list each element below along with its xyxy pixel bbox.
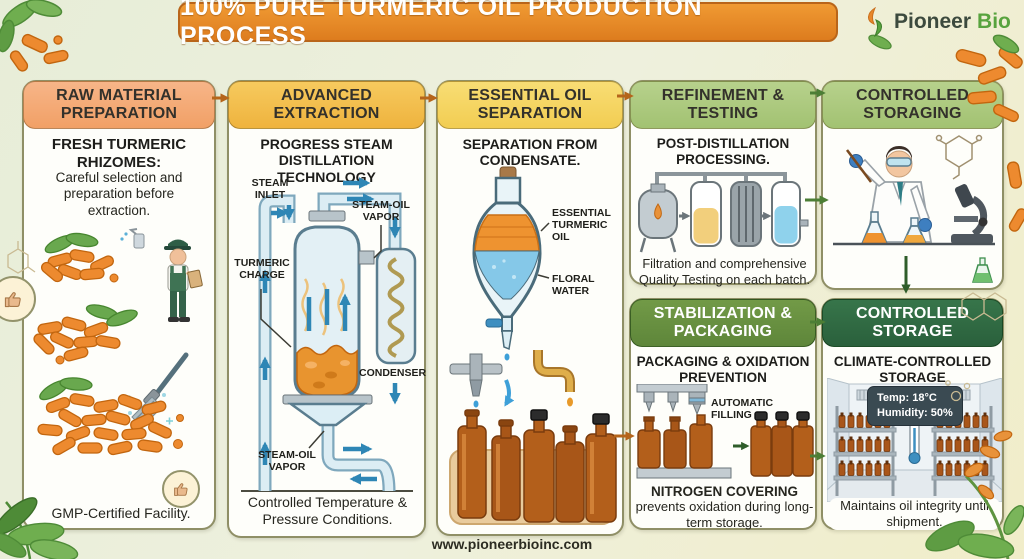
- capped-bottles: [750, 411, 814, 477]
- filling-nozzle: [449, 353, 515, 408]
- filling-nozzles: [643, 391, 706, 416]
- climate-badge: Temp: 18°C Humidity: 50%: [867, 386, 963, 426]
- filter-vessel-tank: [638, 183, 678, 253]
- condenser-coil-icon: [387, 257, 405, 358]
- filter-column-yellow: [690, 181, 722, 247]
- step-note: Filtration and comprehensive Quality Tes…: [638, 256, 811, 287]
- label-automatic-filling: AUTOMATIC FILLING: [711, 397, 774, 421]
- step-description: Careful selection and preparation before…: [55, 170, 183, 218]
- thumbs-up-icon: [174, 483, 188, 496]
- label-essential-oil: ESSENTIAL TURMERIC OIL: [552, 207, 611, 243]
- step-subtitle: FRESH TURMERIC RHIZOMES:: [51, 135, 187, 171]
- filtration-diagram: [638, 172, 809, 253]
- step-header: CONTROLLED STORAGE: [822, 299, 1003, 347]
- label-pointer-lines: [260, 225, 382, 449]
- flask-icon: [901, 217, 928, 245]
- turmeric-preparation-illustration: [31, 228, 203, 457]
- thermometer-icon: [908, 419, 921, 464]
- filter-column-carbon: [730, 181, 762, 247]
- brand-name-accent: Bio: [977, 10, 1011, 33]
- label-steam-inlet: STEAM INLET: [251, 177, 289, 201]
- condenser-unit: [375, 247, 417, 365]
- step-refinement-card: REFINEMENT & TESTING POST-DISTILLATION P…: [629, 80, 817, 287]
- thumbs-up-icon: [4, 292, 21, 308]
- label-floral-water: FLORAL WATER: [552, 273, 595, 297]
- step-separation-card: ESSENTIAL OIL SEPARATION SEPARATION FROM…: [436, 80, 624, 536]
- step-note: GMP-Certified Facility.: [51, 505, 191, 521]
- microscope-icon: [951, 184, 993, 244]
- steam-flow-arrows: [259, 177, 401, 485]
- step-header: CONTROLLED STORAGING: [822, 81, 1003, 129]
- step-raw-material-card: RAW MATERIAL PREPARATION FRESH TURMERIC …: [22, 80, 216, 530]
- step-subtitle: CLIMATE-CONTROLLED STORAGE: [833, 353, 992, 385]
- step-storaging-card: CONTROLLED STORAGING: [821, 80, 1004, 290]
- label-turmeric-charge: TURMERIC CHARGE: [234, 257, 290, 281]
- turmeric-pile: [38, 230, 119, 285]
- badge-temp: Temp: 18°C: [877, 392, 937, 404]
- chemical-structure-icon: [935, 134, 983, 180]
- step-subtitle: PACKAGING & OXIDATION PREVENTION: [636, 353, 810, 385]
- step-subtitle: SEPARATION FROM CONDENSATE.: [462, 135, 598, 169]
- bottles-being-filled: [637, 414, 713, 469]
- step-note-title: NITROGEN COVERING: [650, 484, 798, 499]
- scientist-illustration: [833, 134, 995, 283]
- page-title: 100% PURE TURMERIC OIL PRODUCTION PROCES…: [180, 0, 703, 50]
- turmeric-pile: [31, 301, 140, 365]
- turmeric-pile: [36, 375, 184, 457]
- still-vessel: [282, 210, 375, 427]
- step-storage-card: CONTROLLED STORAGE CLIMATE-CONTROLLED ST…: [821, 298, 1004, 530]
- thumbs-up-badge: [0, 276, 36, 322]
- step-header: REFINEMENT & TESTING: [630, 81, 816, 129]
- badge-humidity: Humidity: 50%: [877, 406, 953, 419]
- thumbs-up-badge: [162, 470, 200, 508]
- step-extraction-card: ADVANCED EXTRACTION PROGRESS STEAM DISTI…: [227, 80, 426, 538]
- flask-icon: [971, 257, 994, 283]
- storage-shelf-unit: [833, 406, 897, 496]
- bottling-illustration: [449, 350, 617, 525]
- brand-logo: Pioneer Bio: [862, 7, 1011, 37]
- brand-name: Pioneer: [894, 10, 972, 33]
- oil-spout: [533, 350, 575, 407]
- filter-column-blue: [771, 181, 809, 247]
- amber-bottles: [457, 409, 617, 523]
- step-note: Maintains oil integrity until shipment.: [829, 498, 1000, 530]
- step-note: Controlled Temperature & Pressure Condit…: [247, 494, 408, 528]
- separating-funnel-diagram: [472, 166, 550, 361]
- label-steam-oil-vapor-top: STEAM-OIL VAPOR: [352, 199, 410, 223]
- spray-bottle-icon: [120, 228, 145, 249]
- label-condenser: CONDENSER: [359, 367, 427, 379]
- label-pointer-lines: [537, 222, 550, 279]
- step-header: ESSENTIAL OIL SEPARATION: [437, 81, 623, 129]
- step-header: RAW MATERIAL PREPARATION: [23, 81, 215, 129]
- filling-line-illustration: [636, 384, 814, 479]
- worker-figure: [120, 228, 203, 322]
- step-subtitle: POST-DISTILLATION PROCESSING.: [656, 135, 790, 167]
- leaf-flame-icon: [868, 7, 882, 37]
- step-header: ADVANCED EXTRACTION: [228, 81, 425, 129]
- distillation-diagram: [241, 177, 417, 492]
- separating-funnel: [472, 166, 542, 361]
- website-url: www.pioneerbioinc.com: [431, 536, 593, 552]
- title-banner: 100% PURE TURMERIC OIL PRODUCTION PROCES…: [178, 0, 838, 50]
- step-stabilization-card: STABILIZATION & PACKAGING PACKAGING & OX…: [629, 298, 817, 530]
- step-note-text: prevents oxidation during long-term stor…: [635, 499, 814, 530]
- step-header: STABILIZATION & PACKAGING: [630, 299, 816, 347]
- label-steam-oil-vapor-bottom: STEAM-OIL VAPOR: [258, 449, 316, 473]
